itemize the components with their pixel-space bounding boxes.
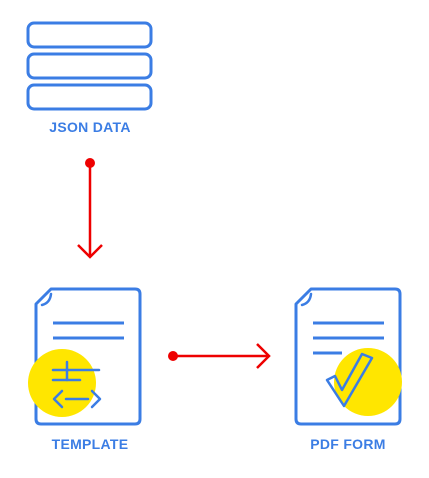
pdf-form-label: PDF FORM: [310, 436, 386, 452]
arrow-head: [77, 244, 103, 259]
code-symbol-icon: [51, 360, 102, 409]
document-fold: [40, 292, 53, 307]
check-icon: [325, 352, 374, 408]
database-icon: [26, 21, 153, 111]
document-fold: [300, 292, 313, 307]
arrow-head: [256, 343, 271, 369]
document-outline: [294, 287, 402, 426]
template-label: TEMPLATE: [51, 436, 129, 452]
database-row-2: [26, 52, 153, 80]
arrow-template-to-pdf: [168, 343, 271, 369]
arrow-json-to-template: [77, 158, 103, 259]
code-right-bracket: [90, 389, 102, 409]
database-row-3: [26, 83, 153, 111]
json-data-label: JSON DATA: [49, 119, 131, 135]
document-code-icon: [28, 287, 142, 426]
document-check-icon: [294, 287, 402, 426]
code-left-bracket: [52, 389, 64, 409]
document-outline: [34, 287, 142, 426]
highlight-circle: [334, 348, 402, 416]
database-row-1: [26, 21, 153, 49]
